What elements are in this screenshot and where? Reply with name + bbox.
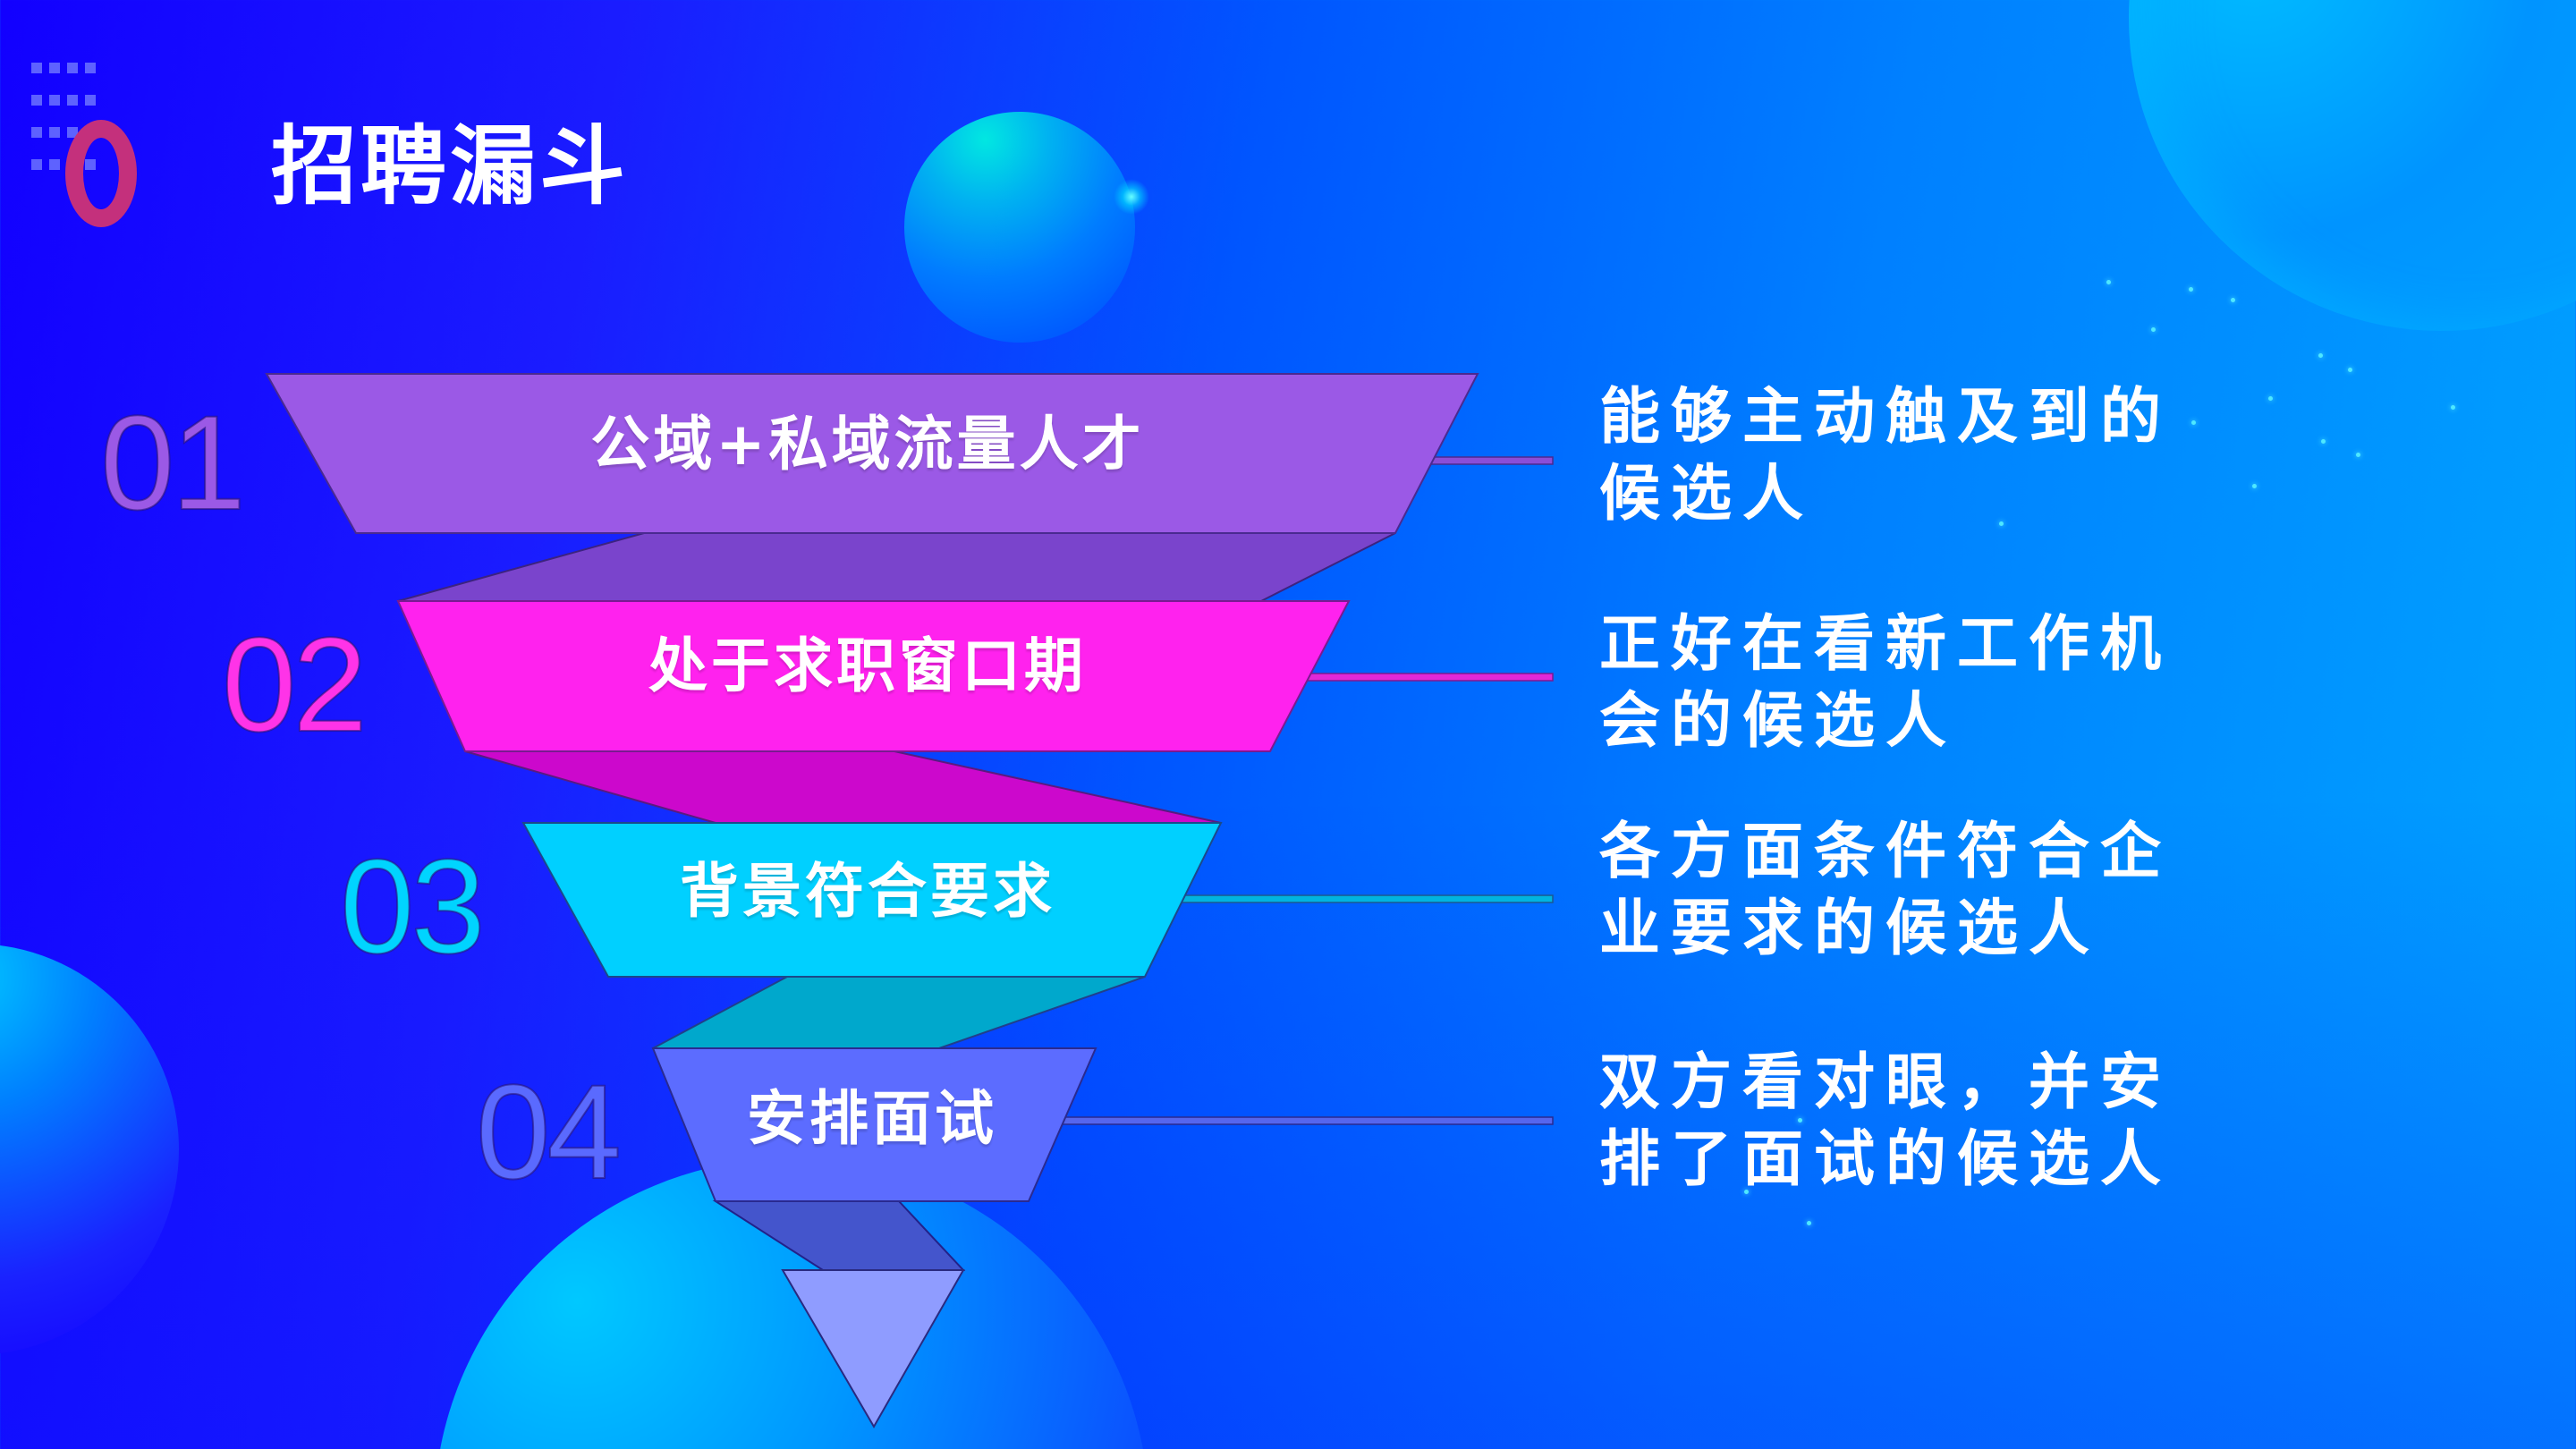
step-3-description-line-1: 各方面条件符合企 [1599, 817, 2173, 887]
fold-band-1 [397, 532, 1396, 602]
decorative-orb-top [904, 112, 1135, 343]
funnel-step-4-shape [651, 1047, 1097, 1202]
decorative-glow [1114, 179, 1149, 215]
step-number-1: 01 [99, 387, 247, 538]
connector-line-3 [1171, 894, 1554, 903]
connector-line-2 [1305, 673, 1554, 682]
step-4-description-line-2: 排了面试的候选人 [1599, 1124, 2173, 1195]
step-number-2: 02 [221, 609, 369, 759]
step-2-description-line-2: 会的候选人 [1599, 686, 1958, 757]
funnel-step-1-shape [265, 373, 1479, 534]
fold-band-3 [652, 976, 1146, 1049]
funnel-tip-shape [781, 1269, 965, 1429]
step-1-description-line-1: 能够主动触及到的 [1599, 382, 2173, 453]
funnel-step-2-label: 处于求职窗口期 [648, 631, 1087, 700]
funnel-step-3-label: 背景符合要求 [680, 857, 1055, 926]
connector-line-1 [1430, 456, 1554, 465]
step-number-4: 04 [475, 1056, 623, 1207]
fold-band-4 [712, 1200, 966, 1271]
funnel-step-4-label: 安排面试 [747, 1084, 997, 1153]
step-2-description-line-1: 正好在看新工作机 [1599, 609, 2173, 680]
step-1-description: 能够主动触及到的 候选人 [1599, 379, 2279, 533]
step-1-description-line-2: 候选人 [1599, 459, 1815, 530]
funnel-step-2-shape [396, 600, 1351, 752]
connector-line-4 [1055, 1116, 1554, 1125]
fold-band-2 [464, 750, 1222, 824]
step-3-description-line-2: 业要求的候选人 [1599, 894, 2101, 964]
funnel-step-3-shape [521, 822, 1223, 978]
step-4-description: 双方看对眼，并安 排了面试的候选人 [1599, 1045, 2279, 1199]
slide-title: 招聘漏斗 [271, 116, 629, 216]
step-number-3: 03 [339, 831, 487, 981]
step-2-description: 正好在看新工作机 会的候选人 [1599, 606, 2279, 760]
funnel-step-1-label: 公域+私域流量人才 [590, 410, 1145, 479]
step-4-description-line-1: 双方看对眼，并安 [1599, 1047, 2173, 1118]
step-3-description: 各方面条件符合企 业要求的候选人 [1599, 814, 2279, 968]
